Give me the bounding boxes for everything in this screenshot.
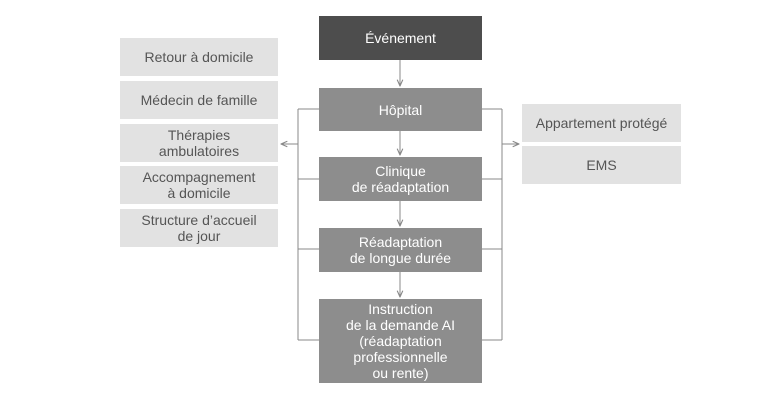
outcome-home-support: Accompagnement à domicile: [120, 166, 278, 204]
outcome-ems: EMS: [522, 146, 681, 184]
hospital-box: Hôpital: [319, 88, 482, 131]
ai-request-box: Instruction de la demande AI (réadaptati…: [319, 299, 482, 383]
outcome-protected-apartment: Appartement protégé: [522, 104, 681, 142]
rehab-clinic-box: Clinique de réadaptation: [319, 157, 482, 201]
outcome-home-return: Retour à domicile: [120, 38, 278, 76]
outcome-day-care: Structure d’accueil de jour: [120, 209, 278, 247]
outcome-family-doctor: Médecin de famille: [120, 81, 278, 119]
outcome-outpatient-therapies: Thérapies ambulatoires: [120, 124, 278, 162]
event-box: Événement: [319, 16, 482, 60]
long-term-rehab-box: Réadaptation de longue durée: [319, 228, 482, 272]
